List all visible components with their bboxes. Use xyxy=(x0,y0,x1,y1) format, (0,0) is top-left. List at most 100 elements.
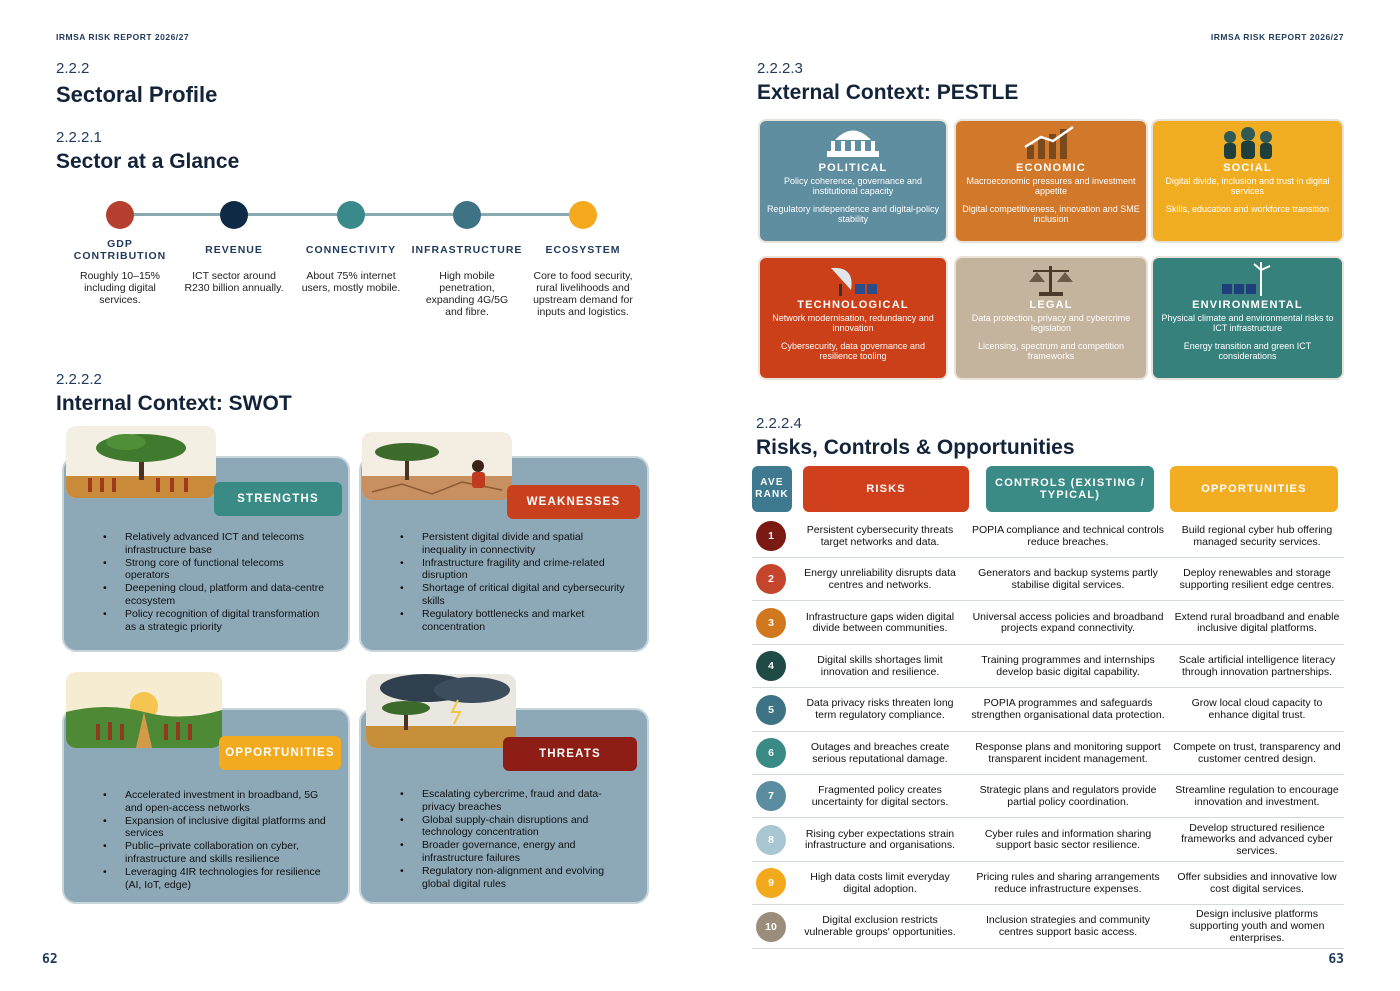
threats-item: Escalating cybercrime, fraud and data-pr… xyxy=(400,788,626,814)
pestle-line-2: Energy transition and green ICT consider… xyxy=(1183,341,1312,361)
timeline-description: About 75% internet users, mostly mobile. xyxy=(301,270,401,294)
page-number-left: 62 xyxy=(42,952,58,967)
pestle-number: 2.2.2.3 xyxy=(757,60,803,77)
rank-badge: 5 xyxy=(756,694,786,725)
control-cell: Response plans and monitoring support tr… xyxy=(975,740,1161,765)
pestle-line-2: Digital competitiveness, innovation and … xyxy=(962,204,1140,224)
opportunity-cell: Develop structured resilience frameworks… xyxy=(1181,821,1333,858)
pestle-line-2: Cybersecurity, data governance and resil… xyxy=(781,341,925,361)
opportunity-cell: Build regional cyber hub offering manage… xyxy=(1181,523,1333,548)
opportunity-cell: Grow local cloud capacity to enhance dig… xyxy=(1191,697,1323,722)
weaknesses-item: Persistent digital divide and spatial in… xyxy=(400,531,626,557)
header-risks: RISKS xyxy=(803,466,969,512)
running-header-left: IRMSA RISK REPORT 2026/27 xyxy=(56,32,190,42)
weaknesses-label: WEAKNESSES xyxy=(526,496,621,508)
control-cell: POPIA programmes and safeguards strength… xyxy=(971,697,1165,722)
opportunity-cell: Scale artificial intelligence literacy t… xyxy=(1178,653,1336,678)
opportunities-item: Public–private collaboration on cyber, i… xyxy=(103,840,335,866)
rank-badge: 1 xyxy=(756,521,786,551)
threats-label: THREATS xyxy=(539,748,601,760)
control-cell: Cyber rules and information sharing supp… xyxy=(984,827,1152,852)
opportunities-label: OPPORTUNITIES xyxy=(225,747,335,759)
strengths-item: Relatively advanced ICT and telecoms inf… xyxy=(103,531,325,557)
risk-cell: Rising cyber expectations strain infrast… xyxy=(805,827,955,852)
timeline-dot xyxy=(569,201,597,229)
table-row: 5 Data privacy risks threaten long term r… xyxy=(752,689,1344,732)
risk-cell: Fragmented policy creates uncertainty fo… xyxy=(811,784,949,808)
storm-illustration xyxy=(366,674,516,748)
timeline-description: Core to food security, rural livelihoods… xyxy=(533,270,633,318)
satellite-dish-icon xyxy=(831,267,877,296)
sunrise-path-illustration xyxy=(66,672,222,748)
rank-badge: 8 xyxy=(756,824,786,855)
timeline-dot xyxy=(453,201,481,229)
glance-title: Sector at a Glance xyxy=(56,150,240,173)
threats-item: Broader governance, energy and infrastru… xyxy=(400,839,626,865)
savanna-tree-illustration xyxy=(66,426,216,498)
opportunity-cell: Design inclusive platforms supporting yo… xyxy=(1189,908,1325,944)
timeline-description: ICT sector around R230 billion annually. xyxy=(184,270,284,294)
opportunity-cell: Offer subsidies and innovative low cost … xyxy=(1177,870,1337,895)
control-cell: POPIA compliance and technical controls … xyxy=(971,523,1165,548)
strengths-label: STRENGTHS xyxy=(237,493,319,505)
control-cell: Strategic plans and regulators provide p… xyxy=(979,784,1157,808)
risk-cell: High data costs limit everyday digital a… xyxy=(810,870,950,895)
risk-cell: Data privacy risks threaten long term re… xyxy=(806,697,954,722)
strengths-banner: STRENGTHS xyxy=(214,482,342,516)
pestle-line-1: Macroeconomic pressures and investment a… xyxy=(966,176,1136,196)
header-ave-rank: AVE RANK xyxy=(752,466,792,512)
scales-gavel-icon xyxy=(1029,266,1073,296)
timeline-dot xyxy=(106,201,134,229)
risk-cell: Energy unreliability disrupts data centr… xyxy=(804,567,956,591)
dry-land-illustration xyxy=(362,432,512,500)
timeline-description: Roughly 10–15% including digital service… xyxy=(80,270,160,306)
people-group-icon xyxy=(1223,127,1272,159)
rank-badge: 3 xyxy=(756,607,786,638)
table-row: 9 High data costs limit everyday digital … xyxy=(752,862,1344,906)
opportunity-cell: Deploy renewables and storage supporting… xyxy=(1179,567,1335,591)
risk-cell: Persistent cybersecurity threats target … xyxy=(806,523,954,548)
risks-title: Risks, Controls & Opportunities xyxy=(756,436,1075,459)
opportunities-banner: OPPORTUNITIES xyxy=(219,736,341,770)
rank-badge: 2 xyxy=(756,564,786,595)
capitol-building-icon xyxy=(827,130,879,157)
control-cell: Generators and backup systems partly sta… xyxy=(978,567,1158,591)
risks-number: 2.2.2.4 xyxy=(756,415,802,432)
opportunity-cell: Streamline regulation to encourage innov… xyxy=(1175,784,1339,808)
timeline-description: High mobile penetration, expanding 4G/5G… xyxy=(425,270,509,318)
page-number-right: 63 xyxy=(1328,952,1344,967)
strengths-item: Deepening cloud, platform and data-centr… xyxy=(103,582,325,608)
strengths-item: Strong core of functional telecoms opera… xyxy=(103,557,325,583)
header-controls: CONTROLS (EXISTING / TYPICAL) xyxy=(986,466,1154,512)
opportunities-item: Accelerated investment in broadband, 5G … xyxy=(103,789,335,815)
pestle-line-1: Physical climate and environmental risks… xyxy=(1161,313,1334,333)
timeline-title: GDP CONTRIBUTION xyxy=(73,238,167,262)
rank-badge: 7 xyxy=(756,781,786,812)
weaknesses-banner: WEAKNESSES xyxy=(507,485,640,519)
pestle-line-2: Licensing, spectrum and competition fram… xyxy=(977,341,1125,361)
table-row: 8 Rising cyber expectations strain infras… xyxy=(752,819,1344,862)
table-row: 7 Fragmented policy creates uncertainty f… xyxy=(752,775,1344,819)
control-cell: Pricing rules and sharing arrangements r… xyxy=(976,870,1160,895)
rank-badge: 9 xyxy=(756,868,786,899)
weaknesses-item: Infrastructure fragility and crime-relat… xyxy=(400,557,626,583)
pestle-line-1: Data protection, privacy and cybercrime … xyxy=(971,313,1131,333)
opportunity-cell: Extend rural broadband and enable inclus… xyxy=(1174,610,1340,635)
pestle-title: ECONOMIC xyxy=(1015,162,1087,174)
risk-cell: Digital skills shortages limit innovatio… xyxy=(817,653,943,678)
risk-cell: Digital exclusion restricts vulnerable g… xyxy=(804,914,956,939)
timeline-title: ECOSYSTEM xyxy=(545,244,621,256)
opportunity-cell: Compete on trust, transparency and custo… xyxy=(1173,740,1341,765)
timeline-dot xyxy=(337,201,365,229)
control-cell: Inclusion strategies and community centr… xyxy=(986,914,1150,939)
weaknesses-item: Shortage of critical digital and cyberse… xyxy=(400,582,626,608)
wind-solar-icon xyxy=(1221,262,1270,296)
rank-badge: 6 xyxy=(756,738,786,768)
timeline-title: CONNECTIVITY xyxy=(305,244,397,256)
